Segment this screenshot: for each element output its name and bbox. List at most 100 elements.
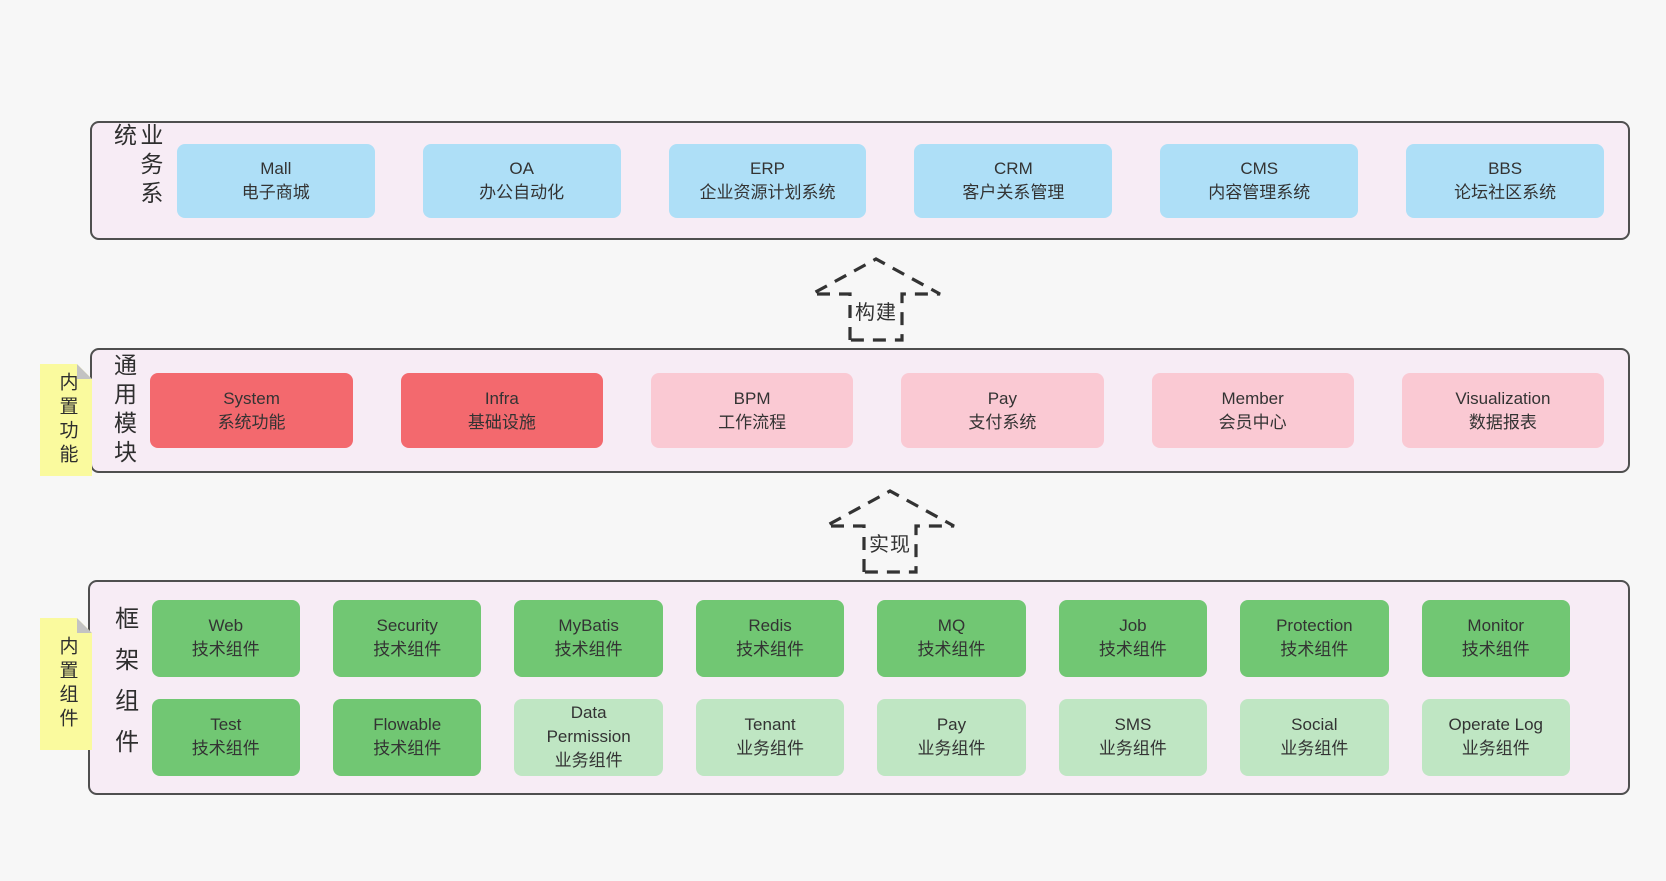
box-pay-module: Pay 支付系统 [901, 373, 1104, 448]
box-title: Tenant [744, 715, 796, 734]
box-title: SMS [1114, 715, 1152, 734]
sticky-note-builtin-features: 内置功能 [40, 364, 92, 476]
box-title: Redis [748, 616, 792, 635]
box-bpm: BPM 工作流程 [650, 373, 854, 448]
box-subtitle: 数据报表 [1468, 412, 1537, 432]
box-title: Pay [987, 388, 1018, 408]
layer-label-components: 框架组件 [110, 605, 138, 770]
business-box-row: Mall 电子商城 OA 办公自动化 ERP 企业资源计划系统 CRM 客户关系… [173, 143, 1628, 218]
box-title: MyBatis [558, 616, 619, 635]
box-title: MQ [937, 616, 966, 635]
box-title: CRM [994, 158, 1033, 178]
box-mq: MQ 技术组件 [877, 599, 1026, 677]
folded-corner-icon [77, 618, 92, 633]
box-subtitle: 系统功能 [217, 412, 286, 432]
box-subtitle: 技术组件 [917, 640, 986, 659]
box-infra: Infra 基础设施 [400, 373, 603, 448]
box-title: BPM [733, 388, 771, 408]
box-redis: Redis 技术组件 [695, 599, 845, 677]
box-subtitle: 业务组件 [554, 751, 623, 770]
box-security: Security 技术组件 [333, 599, 482, 677]
box-title: Infra [484, 388, 519, 408]
box-subtitle: 电子商城 [241, 182, 310, 202]
box-subtitle: 业务组件 [736, 739, 805, 758]
box-job: Job 技术组件 [1058, 599, 1208, 677]
box-title: Test [210, 715, 242, 734]
box-subtitle: 企业资源计划系统 [699, 182, 836, 202]
box-subtitle: 业务组件 [1461, 739, 1530, 758]
box-subtitle: 技术组件 [373, 739, 442, 758]
box-subtitle: 客户关系管理 [962, 182, 1065, 202]
box-protection: Protection 技术组件 [1240, 599, 1389, 677]
sticky-note-text: 内置功能 [56, 372, 78, 468]
box-subtitle: 技术组件 [191, 739, 260, 758]
up-block-arrow-icon [825, 489, 955, 574]
box-bbs: BBS 论坛社区系统 [1406, 143, 1605, 218]
box-title: Social [1291, 715, 1338, 734]
box-title: Job [1119, 616, 1147, 635]
box-subtitle: 基础设施 [467, 412, 536, 432]
box-subtitle: 工作流程 [718, 412, 787, 432]
implement-arrow: 实现 [820, 487, 960, 575]
box-system: System 系统功能 [150, 373, 353, 448]
box-monitor: Monitor 技术组件 [1421, 599, 1570, 677]
box-mybatis: MyBatis 技术组件 [514, 599, 663, 677]
box-title: BBS [1488, 158, 1523, 178]
box-flowable: Flowable 技术组件 [333, 698, 482, 776]
box-social: Social 业务组件 [1240, 698, 1389, 776]
layer-business-systems: 业务系统 Mall 电子商城 OA 办公自动化 ERP 企业资源计划系统 CRM… [90, 121, 1630, 240]
box-pay-component: Pay 业务组件 [877, 698, 1026, 776]
box-title: Security [376, 616, 438, 635]
box-title: Data Permission [546, 703, 631, 746]
box-title: ERP [750, 158, 785, 178]
box-subtitle: 技术组件 [554, 640, 623, 659]
box-subtitle: 技术组件 [1461, 640, 1530, 659]
box-test: Test 技术组件 [151, 698, 301, 776]
box-subtitle: 技术组件 [191, 640, 260, 659]
box-subtitle: 业务组件 [1098, 739, 1167, 758]
box-member: Member 会员中心 [1151, 373, 1354, 448]
box-title: Mall [260, 158, 292, 178]
sticky-note-text: 内置组件 [56, 636, 78, 732]
box-subtitle: 业务组件 [1280, 739, 1349, 758]
up-block-arrow-icon [811, 257, 941, 342]
box-title: Flowable [373, 715, 442, 734]
box-title: Monitor [1467, 616, 1525, 635]
box-title: Pay [936, 715, 967, 734]
box-title: System [223, 388, 280, 408]
box-subtitle: 论坛社区系统 [1454, 182, 1557, 202]
box-operate-log: Operate Log 业务组件 [1421, 698, 1570, 776]
box-subtitle: 会员中心 [1218, 412, 1287, 432]
box-title: Visualization [1455, 388, 1551, 408]
layer-label-business: 业务系统 [110, 123, 163, 210]
module-box-row: System 系统功能 Infra 基础设施 BPM 工作流程 Pay 支付系统… [146, 373, 1628, 448]
folded-corner-icon [77, 364, 92, 379]
box-sms: SMS 业务组件 [1058, 698, 1208, 776]
box-erp: ERP 企业资源计划系统 [668, 143, 867, 218]
box-data-permission: Data Permission 业务组件 [514, 698, 663, 776]
box-web: Web 技术组件 [151, 599, 301, 677]
box-title: Web [208, 616, 244, 635]
box-subtitle: 支付系统 [968, 412, 1037, 432]
layer-common-modules: 内置功能 通用模块 System 系统功能 Infra 基础设施 BPM 工作流… [90, 348, 1630, 473]
box-subtitle: 技术组件 [373, 640, 442, 659]
layer-label-modules: 通用模块 [110, 352, 137, 469]
implement-arrow-label: 实现 [869, 534, 911, 556]
box-subtitle: 技术组件 [1098, 640, 1167, 659]
box-subtitle: 办公自动化 [479, 182, 565, 202]
box-subtitle: 业务组件 [917, 739, 986, 758]
box-tenant: Tenant 业务组件 [695, 698, 845, 776]
box-subtitle: 技术组件 [736, 640, 805, 659]
component-row-2: Test 技术组件 Flowable 技术组件 Data Permission … [151, 698, 1570, 776]
build-arrow: 构建 [806, 255, 946, 343]
layer-framework-components: 内置组件 框架组件 Web 技术组件 Security 技术组件 MyBatis… [88, 580, 1630, 795]
box-title: Operate Log [1448, 715, 1544, 734]
box-title: Member [1221, 388, 1284, 408]
box-cms: CMS 内容管理系统 [1160, 143, 1359, 218]
box-crm: CRM 客户关系管理 [914, 143, 1113, 218]
box-oa: OA 办公自动化 [422, 143, 621, 218]
component-row-1: Web 技术组件 Security 技术组件 MyBatis 技术组件 Redi… [151, 599, 1570, 677]
box-subtitle: 技术组件 [1280, 640, 1349, 659]
box-mall: Mall 电子商城 [176, 143, 375, 218]
sticky-note-builtin-components: 内置组件 [40, 618, 92, 750]
